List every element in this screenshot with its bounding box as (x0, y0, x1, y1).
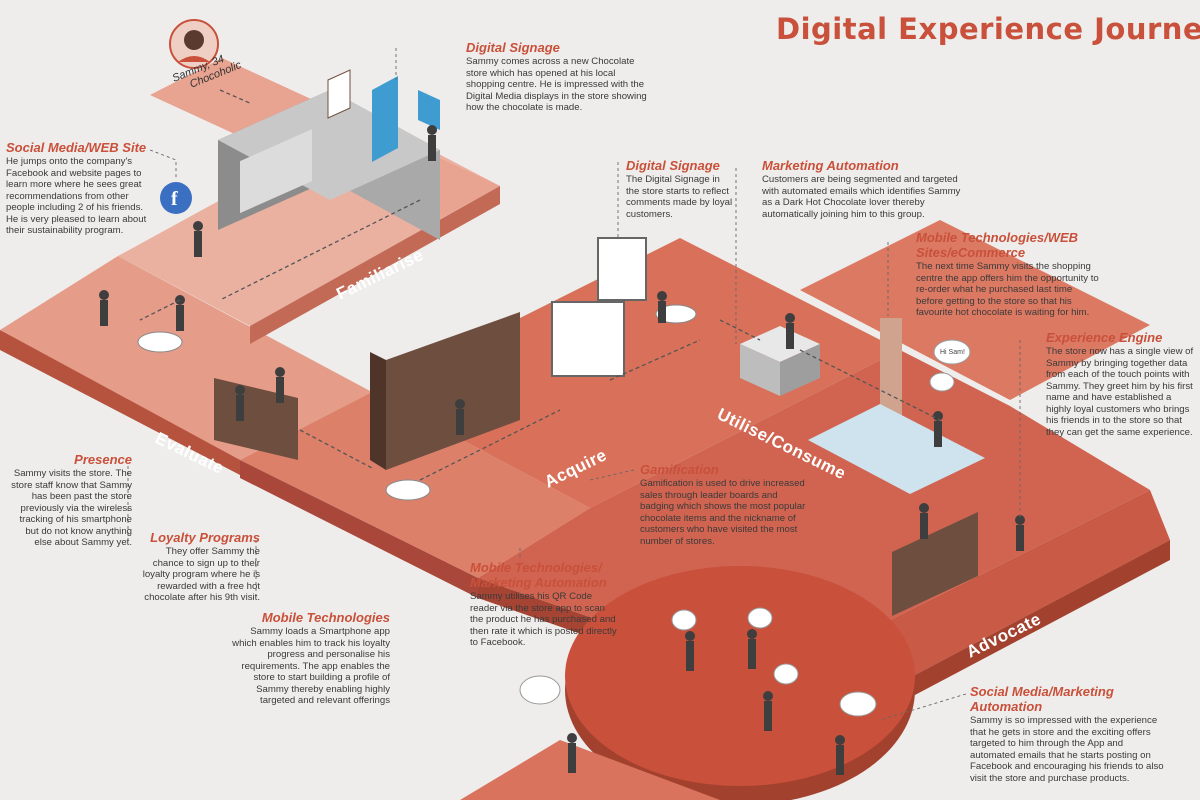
note-social-marketing: Social Media/Marketing Automation Sammy … (970, 684, 1170, 784)
bubble-greeting: Hi Sam! (940, 349, 965, 356)
pillar (880, 318, 902, 418)
kiosk-side (780, 344, 820, 396)
note-body: The store now has a single view of Sammy… (1046, 346, 1194, 438)
note-body: They offer Sammy the chance to sign up t… (142, 546, 260, 603)
note-gamification: Gamification Gamification is used to dri… (640, 462, 810, 547)
path-familiarise-side (0, 330, 240, 475)
note-body: Gamification is used to drive increased … (640, 478, 806, 547)
note-heading: Experience Engine (1046, 330, 1163, 345)
speech-bubbles (519, 339, 971, 717)
note-heading: Digital Signage (626, 158, 720, 173)
journey-arrows (139, 89, 941, 481)
note-body: Sammy loads a Smartphone app which enabl… (232, 626, 390, 706)
pool (808, 404, 985, 494)
advocate-circle-top (565, 566, 915, 786)
path-acquire-back (372, 238, 900, 508)
path-acquire-side (240, 460, 478, 598)
note-heading: Gamification (640, 462, 719, 477)
note-presence: Presence Sammy visits the store. The sto… (6, 452, 132, 549)
note-mobile-web-ecommerce: Mobile Technologies/WEB Sites/eCommerce … (916, 230, 1101, 319)
note-mobile-technologies: Mobile Technologies Sammy loads a Smartp… (230, 610, 390, 707)
path-right-top (800, 220, 1150, 400)
leader-lines (127, 48, 1021, 721)
path-bottom-top (460, 740, 720, 800)
signage-screen-1 (372, 76, 398, 162)
note-social-web: Social Media/WEB Site He jumps onto the … (6, 140, 156, 237)
note-heading: Loyalty Programs (150, 530, 260, 545)
facebook-icon (160, 182, 192, 214)
note-marketing-automation: Marketing Automation Customers are being… (762, 158, 962, 220)
signage-screen-3 (327, 69, 351, 119)
note-loyalty-programs: Loyalty Programs They offer Sammy the ch… (136, 530, 260, 604)
note-heading: Mobile Technologies (261, 610, 390, 625)
note-experience-engine: Experience Engine The store now has a si… (1046, 330, 1196, 438)
note-digital-signage-1: Digital Signage Sammy comes across a new… (466, 40, 656, 114)
shelf-side (370, 352, 386, 470)
shelf-unit (386, 312, 520, 470)
note-body: The next time Sammy visits the shopping … (916, 261, 1099, 318)
store-window (240, 129, 312, 214)
note-body: Customers are being segmented and target… (762, 174, 961, 220)
note-body: Sammy visits the store. The store staff … (11, 468, 132, 548)
note-heading: Presence (74, 452, 132, 467)
note-heading: Mobile Technologies/WEB Sites/eCommerce (916, 230, 1079, 260)
note-heading: Social Media/WEB Site (6, 140, 147, 155)
note-digital-signage-2: Digital Signage The Digital Signage in t… (626, 158, 734, 220)
svg-text:f: f (171, 188, 178, 210)
signboard-1 (597, 237, 647, 301)
note-mobile-marketing: Mobile Technologies/ Marketing Automatio… (470, 560, 620, 649)
note-body: The Digital Signage in the store starts … (626, 174, 733, 220)
note-heading: Social Media/Marketing Automation (970, 684, 1114, 714)
note-heading: Digital Signage (466, 40, 560, 55)
note-heading: Mobile Technologies/ Marketing Automatio… (470, 560, 607, 590)
signboard-2 (551, 301, 625, 377)
note-heading: Marketing Automation (762, 158, 899, 173)
note-body: Sammy comes across a new Chocolate store… (466, 56, 647, 113)
note-body: Sammy is so impressed with the experienc… (970, 715, 1164, 784)
kiosk-front (740, 344, 780, 396)
store-roof (218, 90, 440, 200)
note-body: He jumps onto the company's Facebook and… (6, 156, 147, 236)
counter-advocate (892, 512, 978, 616)
table-evaluate (137, 331, 183, 353)
page-title: Digital Experience Journey (776, 12, 1200, 46)
people (99, 125, 1025, 775)
signage-screen-2 (418, 90, 440, 130)
note-body: Sammy utilises his QR Code reader via th… (470, 591, 617, 648)
